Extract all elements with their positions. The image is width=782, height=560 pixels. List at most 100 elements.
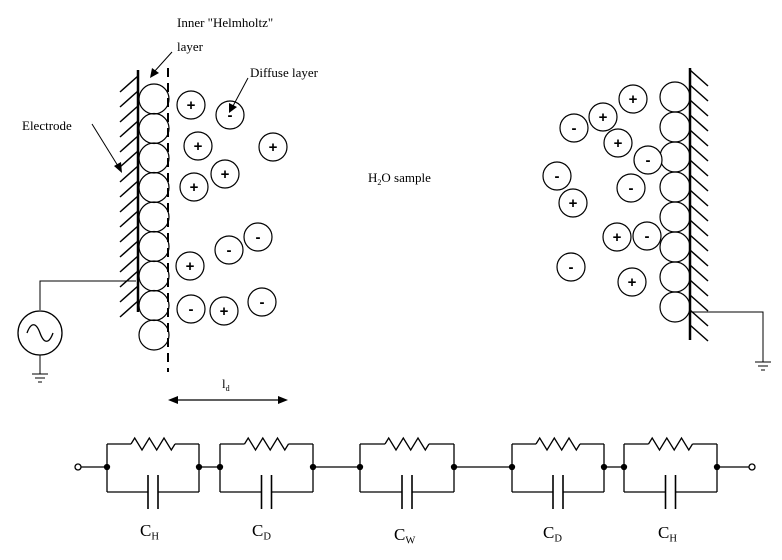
water-molecule <box>659 201 691 233</box>
cation: + <box>558 188 588 218</box>
svg-text:-: - <box>555 168 560 185</box>
anion: - <box>247 287 277 317</box>
right-ground-wiring <box>690 311 764 362</box>
cation: + <box>258 132 288 162</box>
water-molecule <box>138 83 170 115</box>
water-molecule <box>659 171 691 203</box>
right-terminal <box>748 463 756 471</box>
rc-element-3 <box>356 436 458 509</box>
cation: + <box>209 296 239 326</box>
svg-text:-: - <box>260 294 265 311</box>
cap-label-3: CW <box>394 525 416 547</box>
anion: - <box>559 113 589 143</box>
rc-element-2 <box>216 436 317 509</box>
svg-text:-: - <box>256 229 261 246</box>
left-ground-icon <box>32 373 48 383</box>
svg-text:-: - <box>645 228 650 245</box>
svg-text:+: + <box>614 135 623 152</box>
water-molecule <box>659 111 691 143</box>
svg-text:+: + <box>220 303 229 320</box>
svg-text:+: + <box>629 91 638 108</box>
svg-text:+: + <box>187 97 196 114</box>
svg-text:+: + <box>221 166 230 183</box>
svg-text:-: - <box>569 259 574 276</box>
diffuse-layer-label: Diffuse layer <box>250 65 318 80</box>
rc-element-5 <box>620 436 721 509</box>
anion: - <box>632 221 662 251</box>
helmholtz-pointer-arrow <box>150 51 173 78</box>
svg-text:+: + <box>194 138 203 155</box>
cation: + <box>588 102 618 132</box>
cap-label-5: CH <box>658 523 677 545</box>
anion: - <box>215 100 245 130</box>
electrode-pointer-arrow <box>91 123 122 173</box>
svg-text:-: - <box>646 152 651 169</box>
left-electrode <box>119 70 140 318</box>
svg-text:+: + <box>613 229 622 246</box>
cap-label-2: CD <box>252 521 271 543</box>
left-adsorbed-molecules <box>138 83 170 351</box>
cation: + <box>602 222 632 252</box>
rc-element-1 <box>103 436 203 509</box>
anion: - <box>243 222 273 252</box>
water-molecule <box>659 231 691 263</box>
anion: - <box>616 173 646 203</box>
water-molecule <box>659 141 691 173</box>
water-molecule <box>138 201 170 233</box>
svg-text:-: - <box>228 107 233 124</box>
water-molecule <box>138 260 170 292</box>
electrode-label: Electrode <box>22 118 72 133</box>
resistor-icon <box>243 436 290 452</box>
cation: + <box>210 159 240 189</box>
water-molecule <box>138 112 170 145</box>
debye-length-arrow <box>168 396 288 404</box>
svg-text:-: - <box>189 301 194 318</box>
cation: + <box>175 251 205 281</box>
left-diffuse-ions: + - + + + + - - + - + - <box>175 90 288 326</box>
water-molecule <box>659 291 691 323</box>
cation: + <box>603 128 633 158</box>
ac-source <box>17 280 136 374</box>
svg-text:-: - <box>227 242 232 259</box>
sample-label: H2O sample <box>368 170 431 187</box>
distance-label: ld <box>222 376 230 393</box>
svg-text:+: + <box>628 274 637 291</box>
diffuse-pointer-arrow <box>229 77 249 113</box>
svg-text:-: - <box>572 120 577 137</box>
right-electrode <box>688 68 709 342</box>
water-molecule <box>138 319 170 351</box>
anion: - <box>542 161 572 191</box>
water-molecule <box>138 289 170 322</box>
water-molecule <box>138 230 170 263</box>
resistor-icon <box>535 436 581 452</box>
cap-label-4: CD <box>543 523 562 545</box>
right-diffuse-ions: +-++---++--+ <box>542 84 663 297</box>
water-molecule <box>138 171 170 204</box>
water-molecule <box>659 81 691 113</box>
cation: + <box>183 131 213 161</box>
left-terminal <box>74 463 82 471</box>
water-molecule <box>659 261 691 293</box>
water-molecule <box>138 142 170 174</box>
resistor-icon <box>384 436 430 452</box>
cation: + <box>176 90 206 120</box>
svg-text:+: + <box>186 258 195 275</box>
resistor-icon <box>130 436 176 452</box>
anion: - <box>214 235 244 265</box>
right-ground-icon <box>755 361 771 371</box>
cation: + <box>618 84 648 114</box>
anion: - <box>176 294 206 324</box>
svg-text:+: + <box>599 109 608 126</box>
rc-element-4 <box>508 436 608 509</box>
helmholtz-label-line1: Inner "Helmholtz" <box>177 15 274 30</box>
cation: + <box>179 172 209 202</box>
resistor-icon <box>647 436 694 452</box>
cap-label-1: CH <box>140 521 159 543</box>
svg-text:-: - <box>629 180 634 197</box>
helmholtz-label-line2: layer <box>177 39 203 54</box>
right-adsorbed-molecules <box>659 81 691 323</box>
svg-text:+: + <box>569 195 578 212</box>
anion: - <box>556 252 586 282</box>
svg-text:+: + <box>190 179 199 196</box>
